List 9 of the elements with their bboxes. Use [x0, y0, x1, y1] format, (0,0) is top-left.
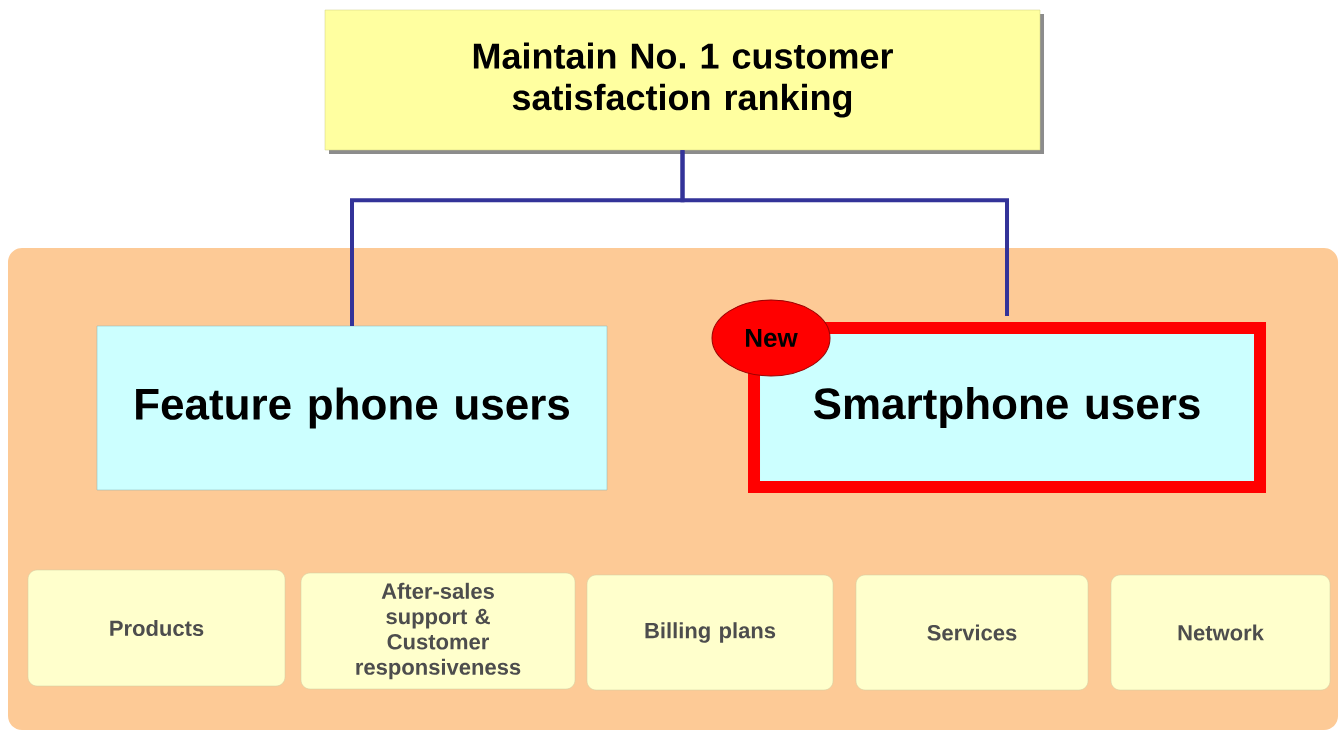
new-badge: New	[711, 299, 831, 377]
factor-box: Billing plans	[586, 574, 834, 691]
factor-box: Services	[855, 574, 1089, 691]
factor-box: After-sales support & Customer responsiveness	[300, 572, 576, 690]
connector-line	[680, 150, 1009, 316]
factor-box: Products	[27, 569, 286, 687]
goal-box: Maintain No. 1 customer satisfaction ranking	[324, 9, 1041, 151]
segment-box: Feature phone users	[96, 325, 608, 491]
factor-box: Network	[1110, 574, 1331, 691]
